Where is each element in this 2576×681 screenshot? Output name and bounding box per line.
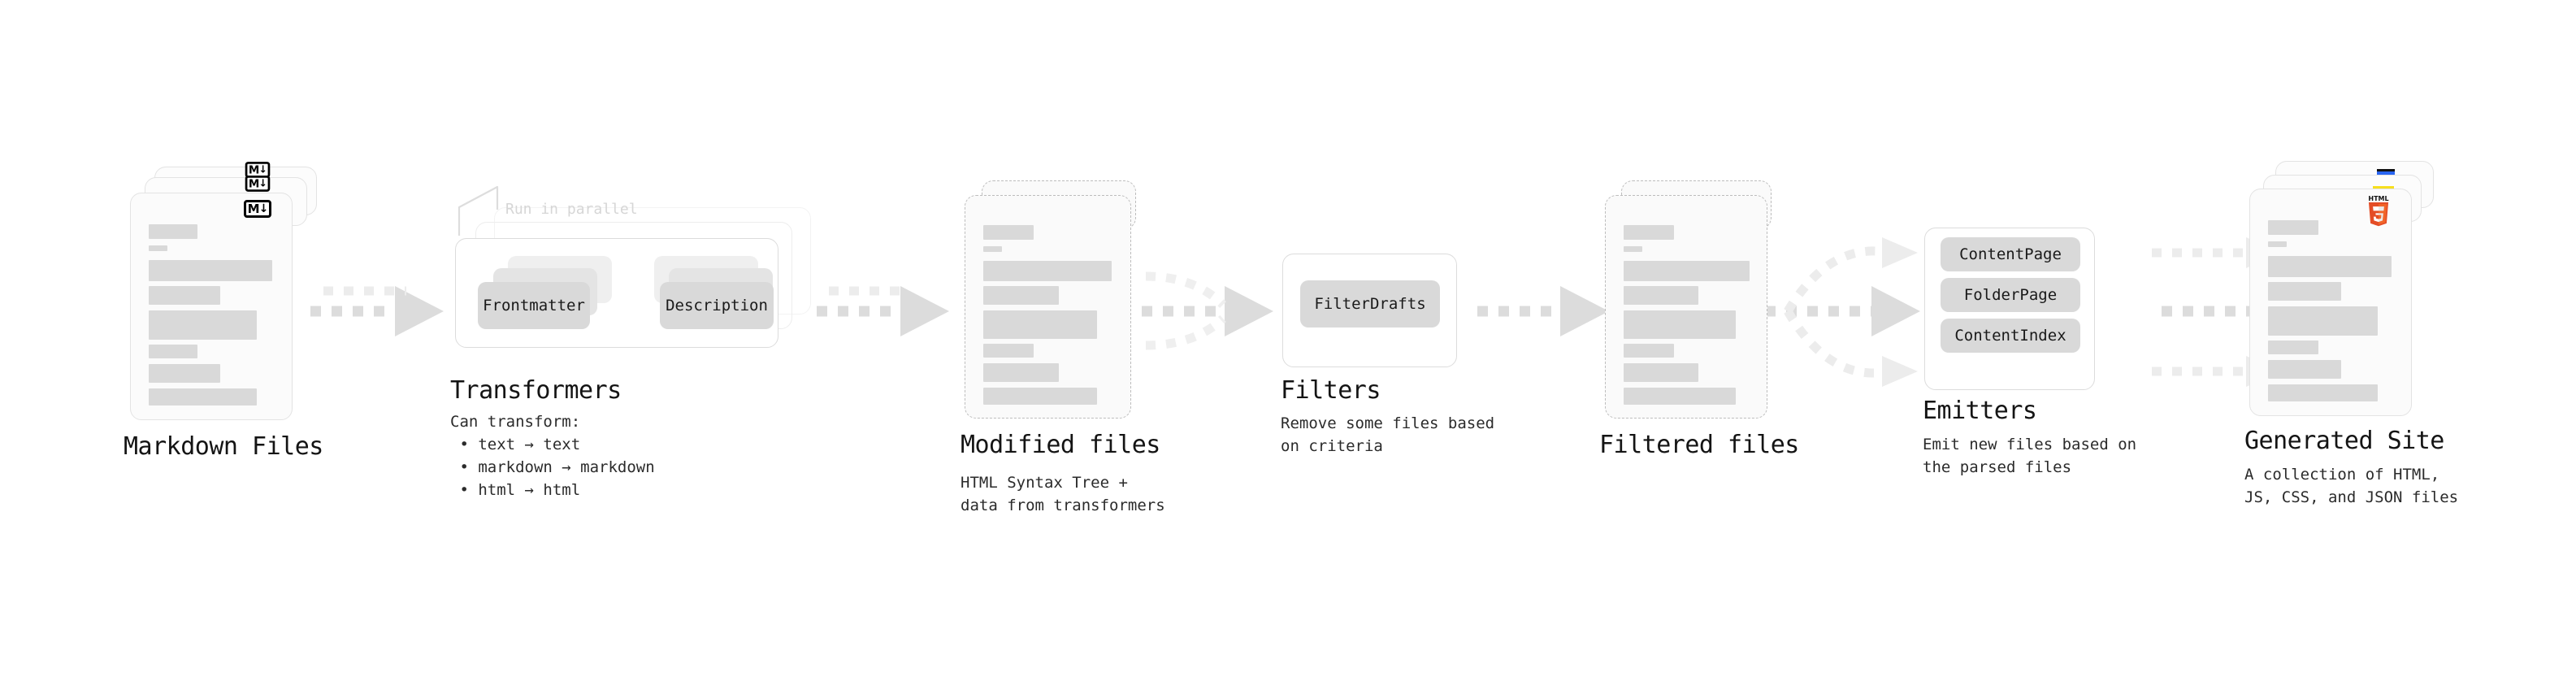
content-bar xyxy=(2268,220,2318,235)
content-bar xyxy=(983,310,1097,339)
css-badge xyxy=(2377,169,2395,176)
content-bar xyxy=(1624,388,1736,405)
doc-card-content xyxy=(1606,196,1767,418)
content-bar xyxy=(2268,360,2341,379)
content-bar xyxy=(149,260,272,281)
doc-card-content xyxy=(131,193,292,419)
stage-title-filters: Filters xyxy=(1281,376,1381,405)
content-bar xyxy=(1624,246,1642,252)
html5-badge-label: HTML xyxy=(2368,195,2389,202)
content-bar xyxy=(1624,310,1736,339)
content-bar xyxy=(1624,225,1674,240)
content-bar xyxy=(1624,363,1698,382)
html5-badge: HTML xyxy=(2365,195,2392,228)
content-bar xyxy=(2268,384,2378,401)
markdown-badge-arrow: ↓ xyxy=(258,202,269,215)
content-bar xyxy=(983,246,1002,252)
stage-title-filtered-files: Filtered files xyxy=(1599,431,1799,459)
connector-filters-to-filtered xyxy=(1477,286,1609,336)
connector-modified-to-filters xyxy=(1142,271,1273,350)
markdown-badge-letter: M xyxy=(248,176,259,190)
content-bar xyxy=(1624,344,1674,358)
stage-title-transformers: Transformers xyxy=(450,376,622,405)
stage-title-modified-files: Modified files xyxy=(961,431,1160,459)
run-in-parallel-label: Run in parallel xyxy=(505,201,638,218)
content-bar xyxy=(2268,306,2378,336)
stage-title-emitters: Emitters xyxy=(1923,397,2037,425)
chip-contentpage[interactable]: ContentPage xyxy=(1941,237,2080,271)
content-bar xyxy=(2268,256,2392,277)
markdown-badge-ghost-1: M↓ xyxy=(245,176,271,192)
chip-filterdrafts[interactable]: FilterDrafts xyxy=(1300,280,1440,327)
content-bar xyxy=(983,286,1059,305)
html5-shield-icon xyxy=(2368,202,2389,227)
connector-markdown-to-transformers xyxy=(310,286,444,336)
content-bar xyxy=(983,261,1112,281)
content-bar xyxy=(149,286,220,305)
content-bar xyxy=(2268,340,2318,354)
stage-desc-generated-site: A collection of HTML, JS, CSS, and JSON … xyxy=(2244,466,2459,506)
markdown-badge-arrow: ↓ xyxy=(258,177,267,190)
stage-title-generated-site: Generated Site xyxy=(2244,427,2444,455)
doc-card-content xyxy=(2250,189,2411,415)
content-bar xyxy=(149,224,197,239)
doc-card-front xyxy=(130,193,293,420)
doc-card-front xyxy=(2249,189,2412,416)
chip-description[interactable]: Description xyxy=(660,282,774,329)
doc-card-front xyxy=(1605,195,1767,419)
connector-transformers-to-modified xyxy=(817,286,949,336)
stage-desc-filters: Remove some files based on criteria xyxy=(1281,414,1495,455)
content-bar xyxy=(983,225,1034,240)
markdown-badge: M↓ xyxy=(244,200,271,218)
content-bar xyxy=(149,245,167,251)
stage-desc-transformers: Can transform: • text → text • markdown … xyxy=(450,413,655,499)
content-bar xyxy=(1624,261,1750,281)
markdown-badge-arrow: ↓ xyxy=(258,163,267,176)
content-bar xyxy=(1624,286,1698,305)
markdown-badge-letter: M xyxy=(248,163,259,176)
content-bar xyxy=(149,310,257,340)
content-bar xyxy=(2268,241,2287,247)
stage-desc-modified-files: HTML Syntax Tree + data from transformer… xyxy=(961,474,1165,514)
doc-card-front xyxy=(965,195,1131,419)
content-bar xyxy=(2268,282,2341,301)
content-bar xyxy=(149,364,220,383)
stage-title-markdown-files: Markdown Files xyxy=(124,432,323,461)
chip-frontmatter[interactable]: Frontmatter xyxy=(478,282,590,329)
chip-contentindex[interactable]: ContentIndex xyxy=(1941,319,2080,353)
chip-folderpage[interactable]: FolderPage xyxy=(1941,278,2080,312)
content-bar xyxy=(983,388,1097,405)
markdown-badge-letter: M xyxy=(247,201,260,216)
content-bar xyxy=(149,388,257,406)
doc-card-content xyxy=(965,196,1130,418)
content-bar xyxy=(983,363,1059,382)
stage-desc-emitters: Emit new files based on the parsed files xyxy=(1923,436,2137,476)
content-bar xyxy=(983,344,1034,358)
content-bar xyxy=(149,345,197,358)
